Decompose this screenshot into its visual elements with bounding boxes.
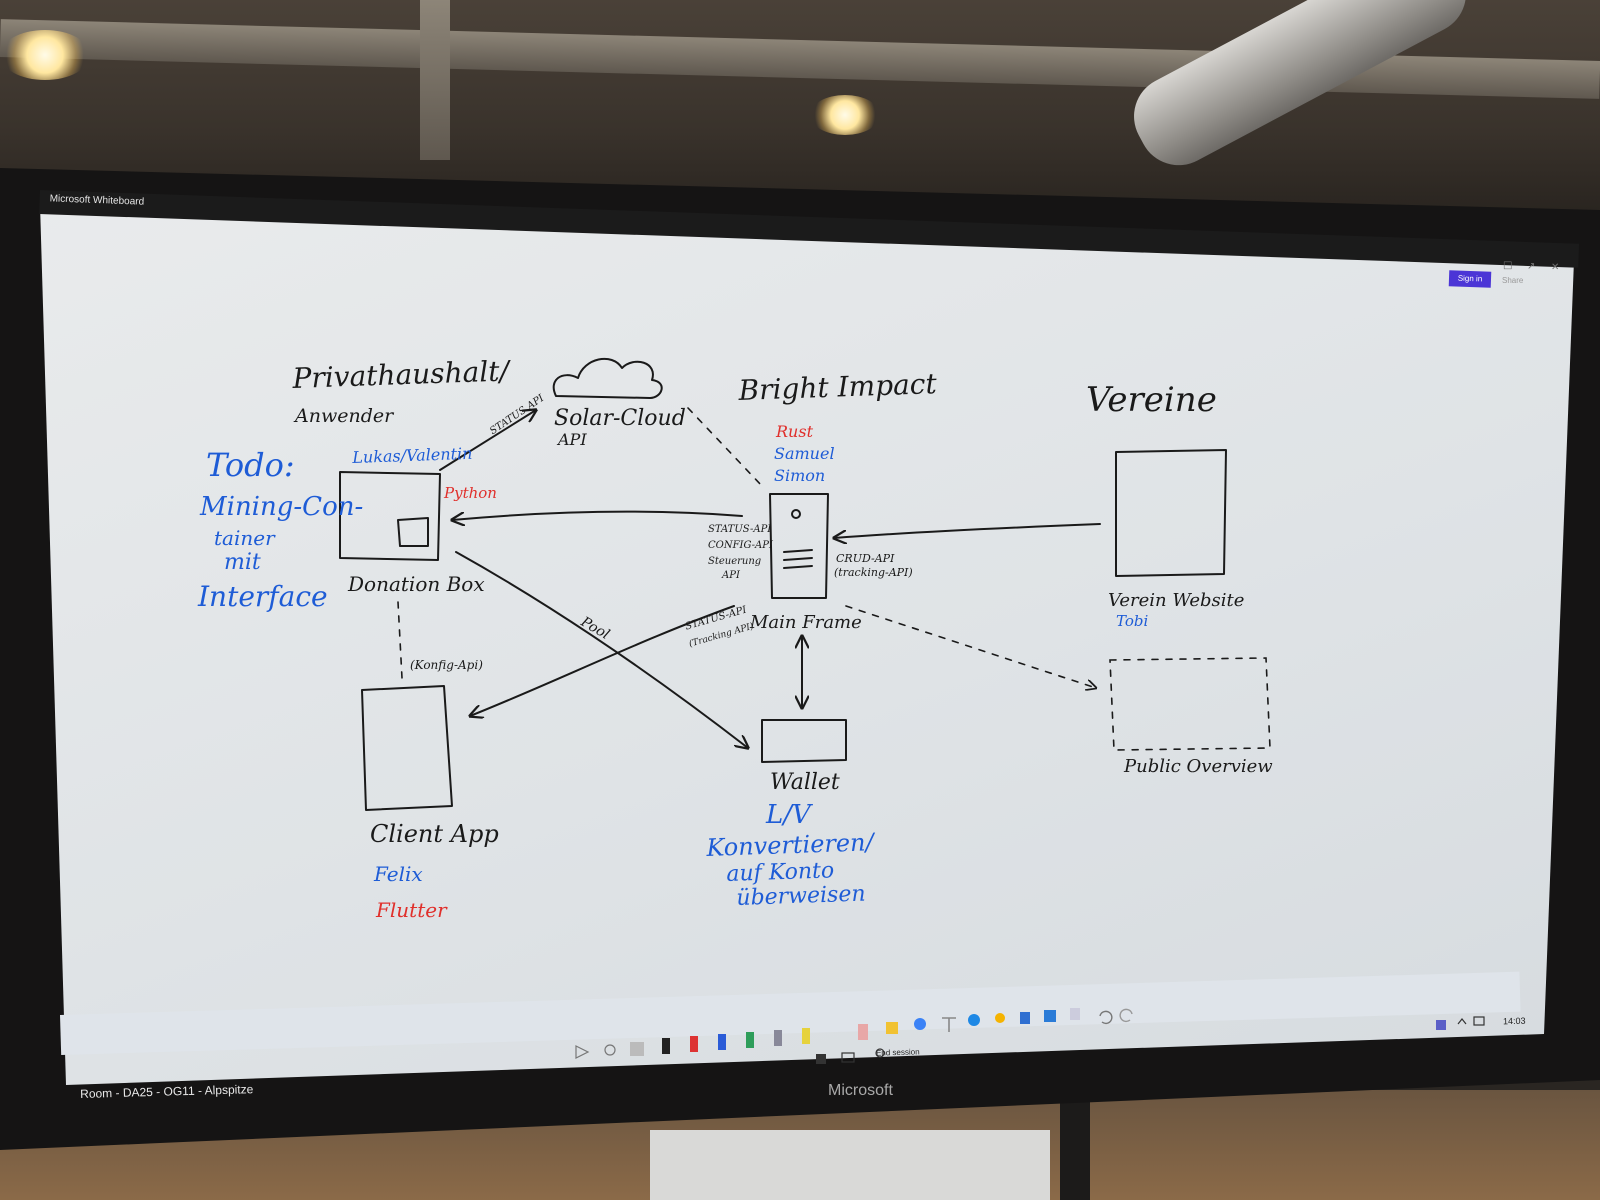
share-button[interactable]: Share (1502, 276, 1524, 285)
wallet-owner: L/V (766, 800, 811, 830)
dashed-mainframe-to-public (845, 605, 1096, 688)
mainframe-api: CONFIG-API (708, 540, 773, 551)
arrow-mainframe-to-client (470, 605, 735, 716)
text-tool-icon (942, 1017, 956, 1032)
ruler-tool-icon (630, 1042, 644, 1056)
teams-icon (1436, 1020, 1446, 1030)
minimize-icon[interactable]: □ (1503, 260, 1513, 271)
verein-website-box-shape (1115, 449, 1227, 577)
wallet-box-shape (761, 719, 847, 763)
solar-cloud-api-label: API (558, 430, 587, 449)
select-tool-icon (575, 1045, 590, 1059)
shapes-icon (968, 1014, 980, 1026)
todo-line: tainer (214, 526, 275, 550)
ceiling-beam (420, 0, 450, 160)
end-session-icon (875, 1048, 885, 1058)
mainframe-led (791, 509, 801, 519)
bright-impact-member: Samuel (774, 444, 835, 463)
highlighter-icon (802, 1028, 810, 1044)
dashed-cloud-to-mainframe (687, 407, 763, 487)
pen-gray-icon (774, 1030, 782, 1046)
crud-api-label: CRUD-API (836, 552, 895, 565)
windows-start-icon (816, 1054, 826, 1064)
ceiling-lamp (810, 95, 880, 135)
mainframe-slot (783, 549, 813, 569)
client-app-box-shape (361, 685, 453, 811)
chat-bubble-icon (914, 1018, 926, 1030)
pen-black-icon (662, 1038, 670, 1054)
crud-api-sublabel: (tracking-API) (834, 566, 913, 579)
close-icon[interactable]: ✕ (1551, 262, 1560, 273)
todo-line: mit (224, 550, 261, 575)
arrow-donation-to-wallet (455, 551, 748, 748)
arrow-verein-to-mainframe (834, 523, 1101, 538)
undo-icon (1099, 1010, 1113, 1025)
donation-box-shape (339, 471, 441, 561)
public-overview-box-shape (1109, 657, 1271, 751)
system-tray (816, 1016, 1485, 1064)
todo-title: Todo: (206, 446, 295, 484)
maximize-icon[interactable]: ↗ (1527, 261, 1536, 272)
bright-impact-member: Simon (774, 466, 826, 485)
verein-website-owner: Tobi (1116, 612, 1149, 630)
taskbar-clock: 14:03 (1502, 1015, 1526, 1027)
config-api-label: (Konfig-Api) (410, 658, 483, 672)
client-app-owner: Felix (374, 862, 423, 886)
pen-tools (575, 1008, 1133, 1059)
cloud-shape (552, 358, 663, 399)
notification-icon (1473, 1016, 1485, 1026)
document-icon (1020, 1012, 1030, 1024)
chevron-up-icon (1457, 1018, 1467, 1025)
more-icon (1070, 1008, 1080, 1020)
mainframe-label: Main Frame (750, 612, 862, 633)
solar-cloud-label: Solar-Cloud (554, 406, 686, 431)
eraser-icon (858, 1024, 868, 1040)
image-icon (1044, 1010, 1056, 1022)
private-household-subtitle: Anwender (295, 405, 394, 427)
client-app-label: Client App (370, 820, 499, 848)
verein-website-label: Verein Website (1108, 590, 1245, 611)
mainframe-api: STATUS-API (708, 524, 772, 535)
monitor-brand-logo: Microsoft (828, 1082, 893, 1099)
mainframe-api: Steuerung (708, 556, 762, 567)
end-session-button[interactable]: End session (875, 1047, 920, 1058)
arrow-donation-to-cloud (439, 410, 536, 471)
task-view-icon (841, 1052, 855, 1063)
pen-blue-icon (718, 1034, 726, 1050)
arrow-mainframe-to-donation (452, 510, 743, 520)
ceiling-lamp (0, 30, 90, 80)
mainframe-api: API (722, 570, 740, 581)
sticky-note-icon (886, 1022, 898, 1034)
client-app-tech: Flutter (376, 898, 447, 922)
donation-box-tech: Python (444, 484, 497, 502)
pen-green-icon (746, 1032, 754, 1048)
todo-line: Mining-Con- (200, 492, 364, 522)
monitor-stand (1060, 1100, 1090, 1200)
public-overview-label: Public Overview (1124, 756, 1273, 777)
lasso-tool-icon (604, 1044, 616, 1056)
pen-red-icon (690, 1036, 698, 1052)
donation-box-label: Donation Box (348, 572, 485, 596)
mainframe-server-shape (769, 493, 829, 599)
cabinet (650, 1130, 1050, 1200)
vereine-title: Vereine (1086, 380, 1217, 420)
todo-line: Interface (198, 580, 328, 613)
redo-icon (1119, 1008, 1133, 1023)
donation-box-inner-shape (397, 517, 429, 547)
wallet-label: Wallet (770, 770, 840, 795)
reaction-icon (995, 1013, 1005, 1023)
bright-impact-tech: Rust (776, 422, 813, 441)
